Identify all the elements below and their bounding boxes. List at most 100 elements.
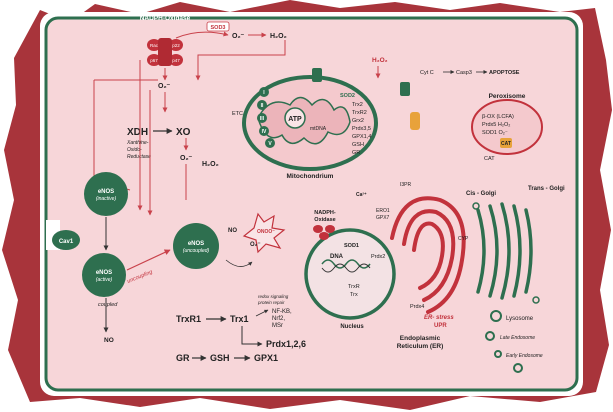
prdx4-label: Prdx4	[410, 304, 424, 310]
enos-uncoupled-circle	[173, 223, 219, 269]
mtdna-label: mtDNA	[310, 126, 327, 132]
late-endosome-label: Late Endosome	[500, 335, 535, 341]
early-endosome-icon	[494, 350, 502, 358]
dna-helix-2	[321, 263, 371, 273]
o2-xo-label: O₂⁻	[180, 155, 193, 162]
i3pr-label: I3PR	[400, 182, 412, 188]
arrow-trx1-targets	[255, 309, 269, 317]
mito-item: GSH	[352, 142, 364, 148]
ca-label: Ca²⁺	[356, 192, 367, 198]
onoo-label: ONOO⁻	[257, 229, 275, 235]
nadph-oxidase-nuc-2: Oxidase	[314, 217, 335, 223]
nadph-oxidase-top-label: NADPH-Oxidase	[140, 15, 191, 22]
early-endosome-label: Early Endosome	[506, 353, 543, 359]
xanthine-name-2: Oxido-	[127, 147, 142, 153]
rac-label: Rac	[150, 43, 159, 48]
targets-1: NF-KB,	[272, 309, 292, 315]
nadph-oxidase-complex	[147, 38, 183, 66]
trx1-label: Trx1	[230, 314, 249, 324]
cat-enzyme	[500, 138, 512, 148]
o2-left-label: O₂⁻	[158, 83, 171, 90]
ero1-label: ERO1	[376, 208, 390, 214]
no-mid-label: NO	[228, 228, 237, 234]
mito-item: GPX1,4	[352, 134, 371, 140]
mito-item: GR	[352, 150, 360, 156]
lysosome-icon	[490, 310, 502, 322]
sod3-label: SOD3	[211, 25, 226, 31]
arrow-h2o2-down	[195, 40, 286, 81]
mito-item: Trx2	[352, 102, 363, 108]
prdx2-label: Prdx2	[371, 254, 385, 260]
complex-3: III	[260, 116, 265, 122]
golgi-vesicle	[472, 202, 480, 210]
mito-antioxidant-list: Trx2 TrxR2 Grx2 Prdx3,5 GPX1,4 GSH GR	[352, 102, 371, 156]
cytc-label: Cyt C	[420, 70, 434, 76]
enos-active-line2: (active)	[96, 277, 113, 283]
h2o2-mito-label: H₂O₂	[372, 57, 388, 64]
mito-channel	[312, 68, 322, 82]
er-title-2: Reticulum (ER)	[397, 343, 444, 350]
h2o2-mid-label: H₂O₂	[202, 161, 219, 168]
cat1-label: CAT	[501, 141, 511, 147]
apoptose-label: APOPTOSE	[489, 70, 520, 76]
nadph-oxidase-nuc-1: NADPH-	[314, 210, 336, 216]
vesicle-icon	[513, 363, 523, 373]
enos-uncoupled-line2: (uncoupled)	[183, 248, 210, 254]
perox-item-2: Prdx5 H₂O₂	[482, 122, 510, 128]
gr-label: GR	[176, 353, 190, 363]
gpx1-label: GPX1	[254, 353, 278, 363]
complex-2: II	[261, 103, 264, 109]
complex-4: IV	[262, 129, 267, 135]
o2-enos-label: O₂⁻	[250, 242, 261, 248]
redox-signal-2: protein repair	[257, 300, 285, 305]
etc-complexes	[257, 87, 275, 148]
er-stress-label: ER- stress	[424, 315, 454, 321]
xdh-label: XDH	[127, 127, 148, 138]
xanthine-name-3: Reductase	[127, 154, 151, 160]
complex-5: V	[268, 141, 272, 147]
enos-active-circle	[82, 253, 126, 297]
atp-label: ATP	[288, 116, 302, 123]
nucleus-label: Nucleus	[340, 324, 364, 330]
golgi-apparatus	[476, 202, 533, 300]
enos-active-line1: eNOS	[96, 270, 112, 276]
mito-title: Mitochondrium	[287, 173, 334, 180]
dna-label: DNA	[330, 254, 344, 260]
arrow-uncoupling	[126, 249, 171, 271]
cytc-channel	[400, 82, 410, 96]
er-title-1: Endoplasmic	[400, 335, 441, 342]
p47-label: p47	[172, 58, 180, 63]
sod2-label: SOD2	[340, 93, 355, 99]
trxr-label: TrxR	[348, 284, 360, 290]
cav1-label: Cav1	[59, 239, 74, 245]
mito-item: Prdx3,5	[352, 126, 371, 132]
perox-item-1: β-OX (LCFA)	[482, 114, 514, 120]
xo-label: XO	[176, 127, 191, 138]
arrow-enos-o2-curve	[225, 259, 253, 267]
xanthine-name-1: Xanthine-	[126, 140, 149, 146]
nadph-oxidase-nuc	[313, 225, 335, 240]
cat2-label: CAT	[484, 156, 495, 162]
enos-inactive-line2: (inactive)	[96, 196, 117, 202]
p22-label: p22	[172, 43, 180, 48]
atp-synthase	[284, 107, 306, 129]
sod3-box	[206, 21, 230, 32]
cav1-circle	[52, 230, 80, 250]
targets-3: MSr	[272, 323, 283, 329]
late-endosome-icon	[485, 331, 495, 341]
mito-item: Grx2	[352, 118, 364, 124]
trx-label: Trx	[350, 292, 358, 298]
mito-porin	[410, 112, 420, 130]
gpx7-label: GPX7	[376, 215, 390, 221]
arrow-trx1-prdx	[241, 326, 263, 347]
onoo-burst	[242, 212, 286, 254]
gsh-label: GSH	[210, 353, 230, 363]
nucleus	[304, 228, 396, 320]
coupled-label: coupled	[98, 302, 118, 308]
no-bottom-label: NO	[104, 337, 114, 344]
peroxisome-title: Peroxisome	[489, 93, 526, 100]
sod1-label: SOD1	[344, 243, 359, 249]
lysosome-label: Lysosome	[506, 316, 534, 322]
h2o2-top-label: H₂O₂	[270, 33, 287, 40]
